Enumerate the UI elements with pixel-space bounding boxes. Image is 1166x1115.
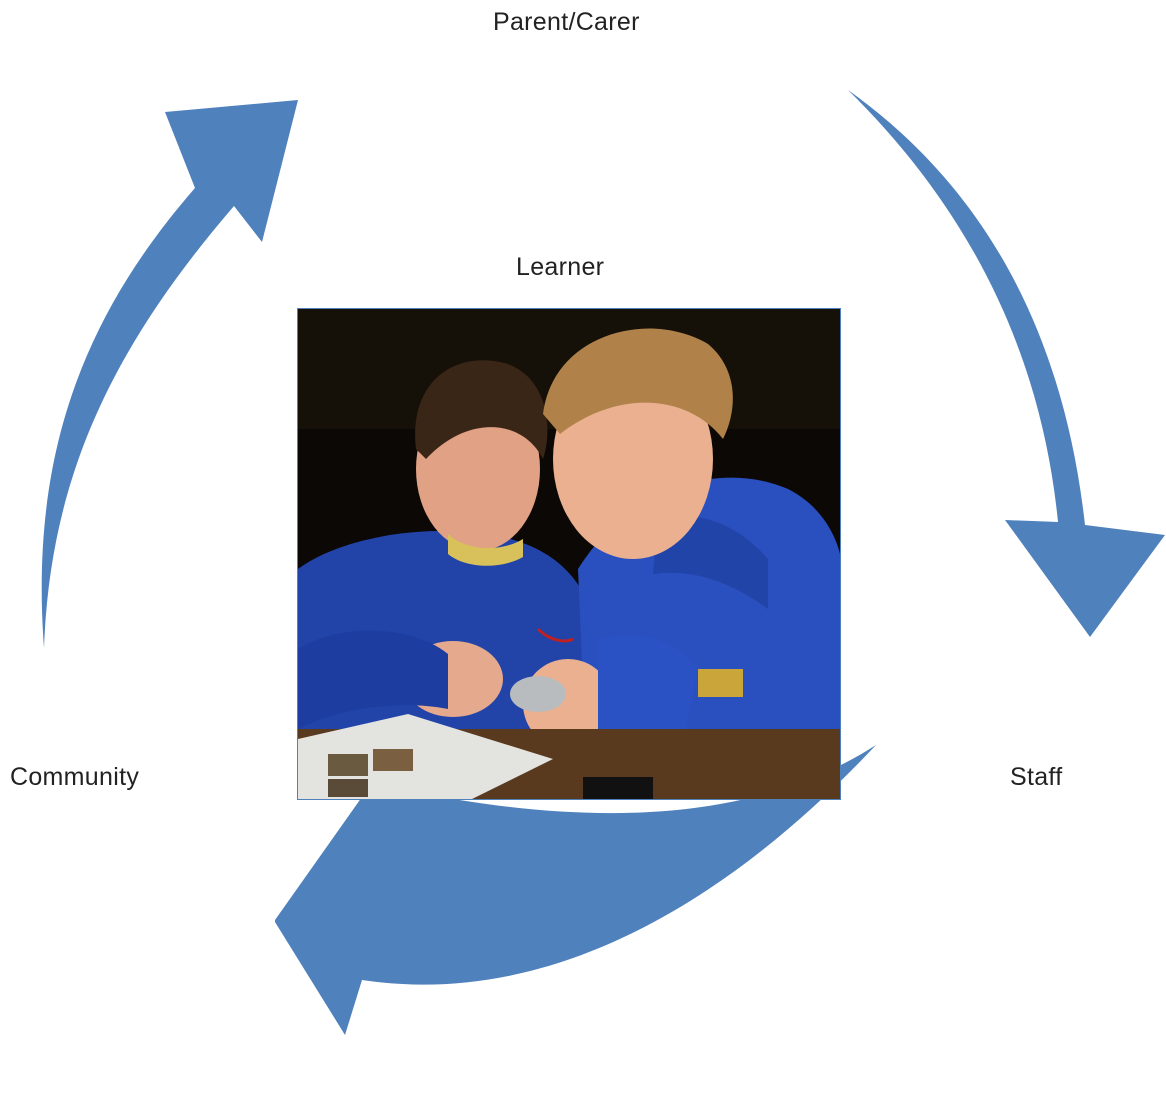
- arrow-staff-to-community: [275, 722, 876, 1035]
- arrow-parent-to-staff: [848, 90, 1165, 637]
- arrow-community-to-parent: [41, 100, 298, 648]
- learners-photo: [297, 308, 841, 800]
- parent-carer-label: Parent/Carer: [493, 8, 640, 36]
- learner-label: Learner: [516, 253, 605, 281]
- staff-label: Staff: [1010, 763, 1063, 791]
- photo-illustration: [298, 309, 840, 799]
- community-label: Community: [10, 763, 140, 791]
